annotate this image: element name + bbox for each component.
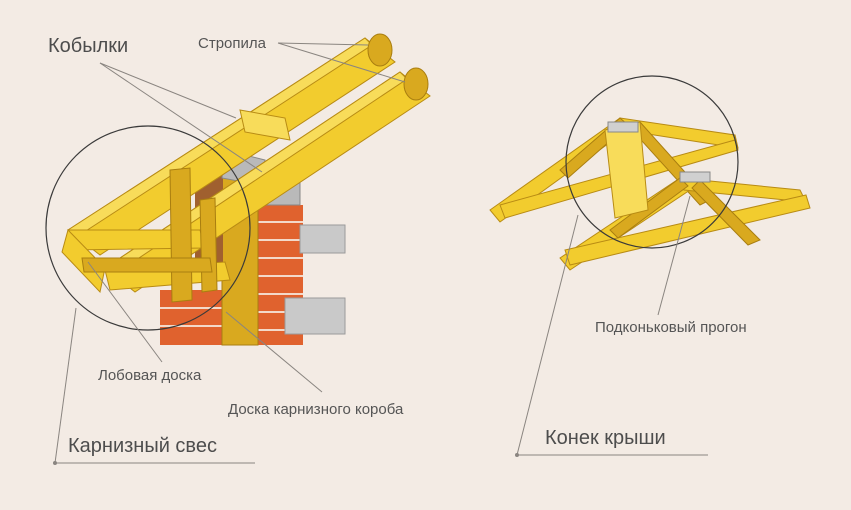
label-karniznyi-svec: Карнизный свес [68,435,217,457]
fascia-board [81,257,213,273]
ridge-plate-back [607,121,639,133]
leader-lines [53,42,708,465]
slab-upper [299,224,346,254]
ridge-plate-front [679,171,711,183]
brick-wall [160,205,303,345]
label-kobylki: Кобылки [48,35,128,57]
ridge-purlin [604,121,649,219]
label-podkonkovyi-progon: Подконьковый прогон [595,319,747,336]
label-lobovaya-doska: Лобовая доска [98,367,202,384]
label-stropila: Стропила [198,35,267,52]
slab-lower [284,297,346,335]
label-konek-kryshi: Конек крыши [545,427,666,449]
eave-highlight-circle [45,125,251,331]
ridge-truss [489,75,811,271]
eave-assembly [45,33,431,346]
label-doska-karniznogo-koroba: Доска карнизного короба [228,401,404,418]
ridge-highlight-circle [565,75,739,249]
